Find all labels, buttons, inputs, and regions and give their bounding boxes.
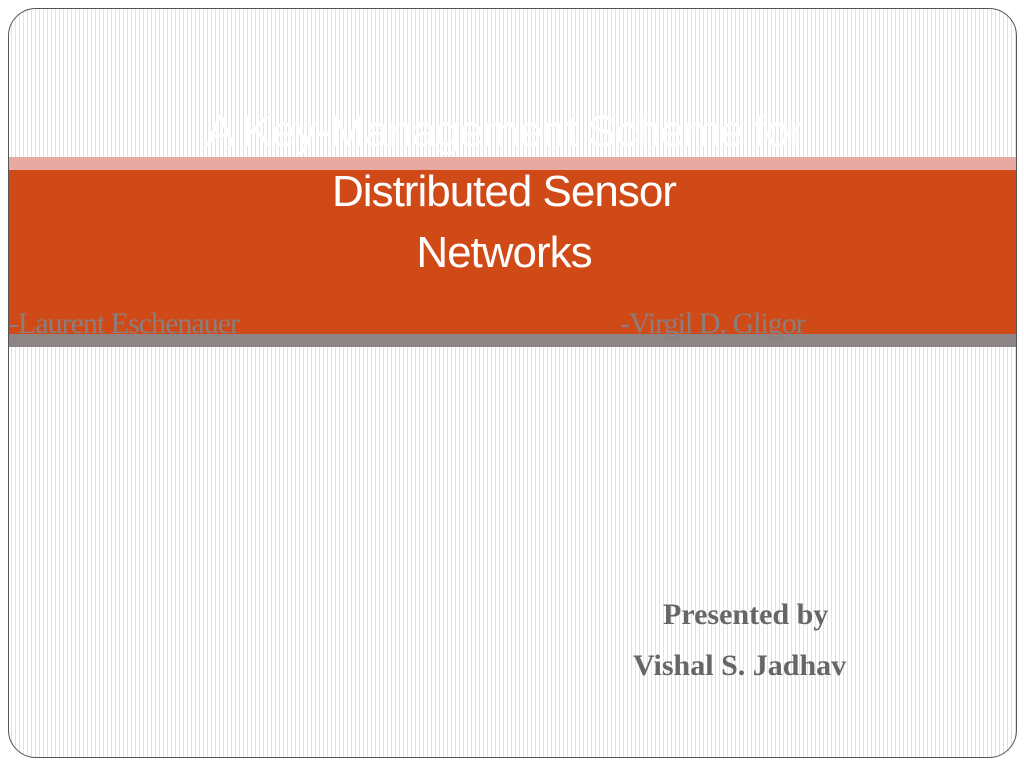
title-band (9, 170, 1016, 334)
presented-by-label: Presented by (663, 598, 829, 631)
title-line-2: Distributed Sensor (332, 167, 677, 216)
accent-band-light (9, 157, 1016, 170)
title-line-1: A Key-Management Scheme for (205, 107, 804, 156)
author-1: -Laurent Eschenauer (9, 307, 240, 340)
presenter-name: Vishal S. Jadhav (633, 649, 847, 682)
accent-band-gray (9, 334, 1016, 347)
slide: A Key-Management Scheme for Distributed … (8, 8, 1017, 758)
title-line-3: Networks (416, 228, 592, 277)
author-2: -Virgil D. Gligor (620, 307, 806, 340)
